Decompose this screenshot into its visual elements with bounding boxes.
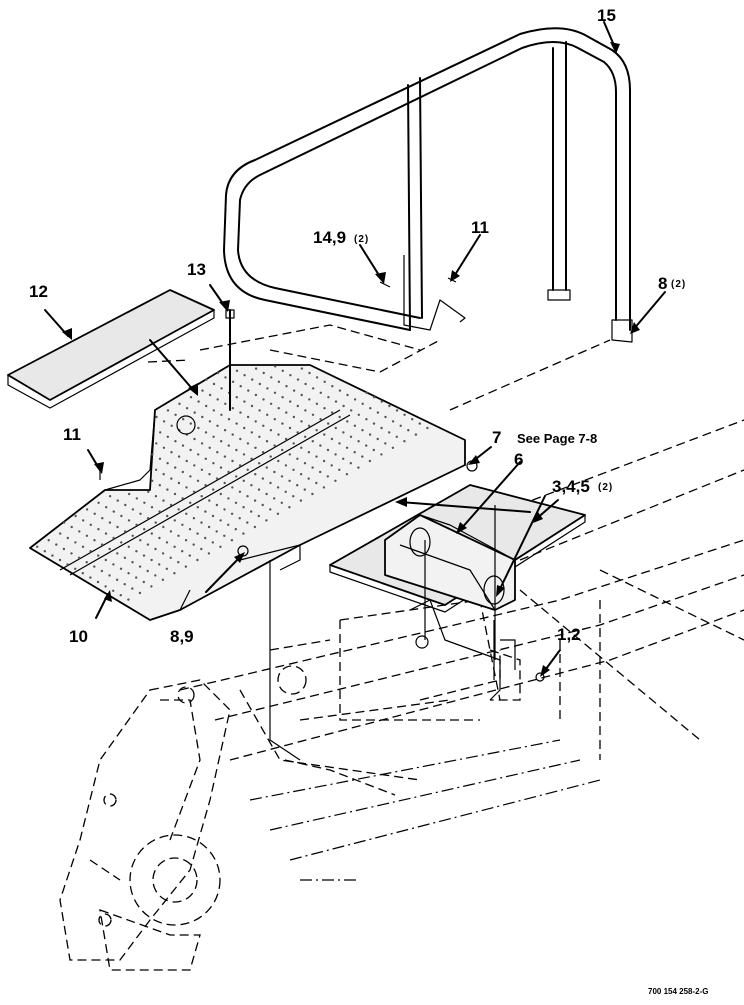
callout-15: 15: [597, 6, 616, 25]
callout-14-9-qty: (2): [354, 234, 369, 245]
callout-11-top: 11: [471, 218, 489, 237]
callout-10: 10: [69, 627, 88, 646]
callout-labels: 15 14,9 (2) 11 13 12 8 (2) 11 7 See Page…: [29, 6, 709, 996]
step-support-bracket: [409, 599, 516, 701]
step-pad-12: [7, 289, 215, 409]
leader-lines: [44, 21, 666, 677]
callout-8-qty: (2): [671, 279, 686, 290]
callout-8: 8: [658, 274, 667, 293]
callout-8-9: 8,9: [170, 627, 194, 646]
step-bracket-7: [384, 514, 516, 611]
callout-1-2: 1,2: [557, 625, 581, 644]
callout-12: 12: [29, 282, 48, 301]
callout-3-4-5: 3,4,5: [552, 477, 590, 496]
callout-6: 6: [514, 450, 523, 469]
fasteners: [99, 277, 545, 761]
document-number: 700 154 258-2-G: [648, 987, 709, 996]
side-sheet-outline: [59, 679, 231, 971]
platform-outline-dashed: [199, 324, 611, 411]
callout-7: 7: [492, 428, 501, 447]
handrail: [223, 27, 633, 343]
callout-13: 13: [187, 260, 206, 279]
callout-3-4-5-qty: (2): [598, 482, 613, 493]
perforation-pattern: [36, 365, 429, 601]
platform-plate-10: [29, 364, 466, 621]
see-page-note: See Page 7-8: [517, 431, 597, 446]
callout-14-9: 14,9: [313, 228, 346, 247]
callout-11-left: 11: [63, 425, 81, 444]
